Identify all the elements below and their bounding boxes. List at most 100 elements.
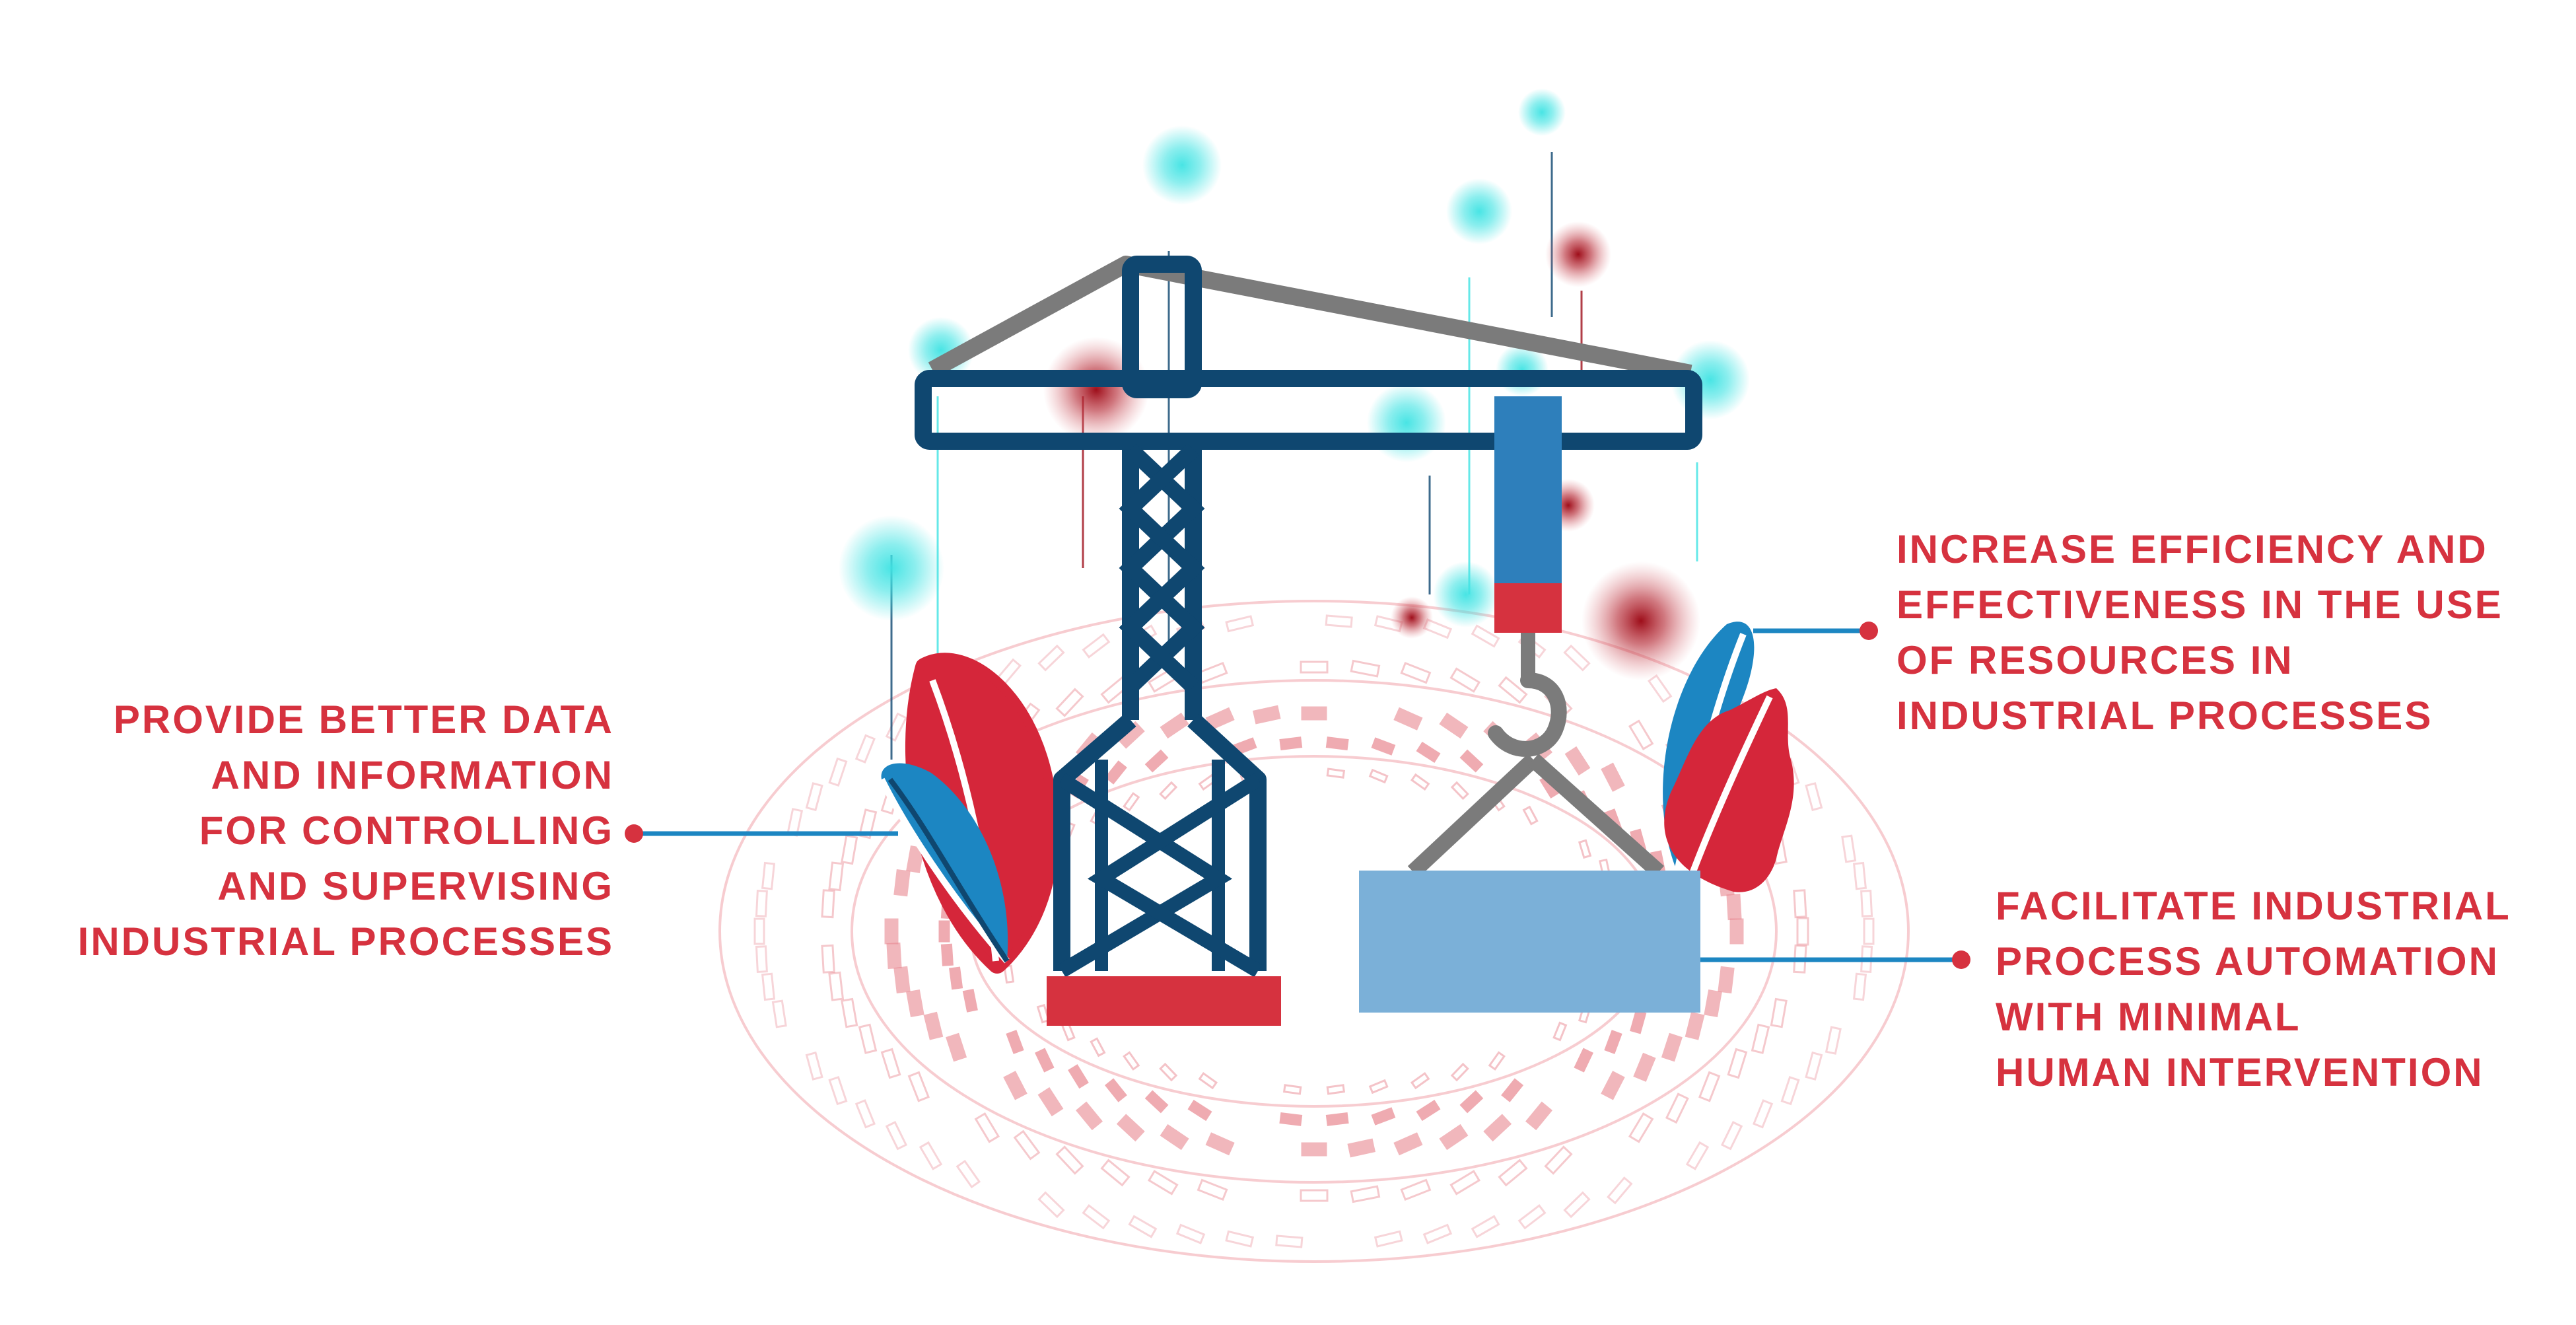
ring-dash <box>755 889 768 917</box>
ring-dash <box>1410 773 1430 791</box>
ring-dash <box>1104 1078 1127 1102</box>
ring-dash <box>1225 615 1255 633</box>
ring-dash <box>1501 1078 1524 1102</box>
ring-dash <box>946 1032 967 1062</box>
ring-dash <box>1159 1062 1178 1082</box>
ring-dash <box>1393 1132 1423 1156</box>
ring-dash <box>1564 746 1591 776</box>
callout-connectors <box>625 622 1970 969</box>
ring-dash <box>828 861 845 892</box>
ring-dash <box>1393 707 1423 731</box>
tower-crane-icon <box>1047 256 1281 1026</box>
ring-dash <box>1003 1071 1027 1100</box>
ring-dash <box>1726 894 1742 921</box>
ring-dash <box>1159 781 1178 801</box>
ring-dash <box>1471 624 1500 648</box>
ring-dash <box>1449 1170 1481 1196</box>
ring-dash <box>821 889 835 919</box>
ring-dash <box>907 1071 930 1102</box>
ring-dash <box>1013 1129 1041 1161</box>
ring-dash <box>1601 762 1625 792</box>
ring-dash <box>1068 1064 1089 1089</box>
glow-particle <box>1391 596 1433 639</box>
ring-dash <box>923 1011 944 1040</box>
ring-dash <box>1422 1223 1453 1244</box>
ring-dash <box>956 1159 981 1189</box>
ring-dash <box>1147 1170 1179 1196</box>
ring-dash <box>1685 1011 1705 1040</box>
ring-dash <box>1665 1092 1689 1124</box>
ring-dash <box>1301 706 1327 721</box>
ring-dash <box>1205 1132 1235 1156</box>
ring-dash <box>828 971 845 1001</box>
ring-dash <box>1037 1087 1064 1117</box>
cargo-block-icon <box>1359 871 1700 1013</box>
ring-dash <box>1123 792 1140 812</box>
ring-dash <box>1082 1203 1111 1230</box>
ring-dash <box>805 1051 823 1081</box>
callout-left-line: AND SUPERVISING <box>217 864 614 908</box>
ring-dash <box>858 808 878 840</box>
ring-dash <box>1160 712 1189 739</box>
ring-dash <box>1522 805 1539 826</box>
ring-dash <box>1279 736 1303 751</box>
ring-dash <box>1187 1100 1212 1122</box>
ring-dash <box>1175 1223 1206 1244</box>
ring-dash <box>1198 1071 1218 1090</box>
ring-dash <box>841 997 858 1028</box>
ring-dash <box>1035 1048 1055 1073</box>
ring-dash <box>1116 1114 1145 1142</box>
callout-top-right: INCREASE EFFICIENCY AND EFFECTIVENESS IN… <box>1897 522 2544 744</box>
ring-line <box>851 679 1778 1184</box>
ring-dash <box>1574 1048 1593 1073</box>
ring-dash <box>1371 737 1396 756</box>
ring-dash <box>1563 1191 1591 1219</box>
callout-bottom-right-line: WITH MINIMAL <box>1996 995 2301 1039</box>
ring-dash <box>1006 1030 1024 1054</box>
ring-dash <box>805 782 823 812</box>
ring-dash <box>1793 889 1807 919</box>
ring-dash <box>1459 1090 1484 1114</box>
ring-dash <box>1450 1062 1469 1082</box>
ring-dash <box>1628 719 1654 751</box>
ring-dash <box>1471 1215 1500 1238</box>
ring-dash <box>1253 705 1281 725</box>
ring-dash <box>1197 661 1228 684</box>
ring-dash <box>1350 659 1381 678</box>
ring-dash <box>1350 1185 1381 1203</box>
ring-dash <box>1368 768 1389 784</box>
ring-dash <box>1037 644 1065 672</box>
callout-bottom-right: FACILITATE INDUSTRIAL PROCESS AUTOMATION… <box>1996 878 2563 1100</box>
ring-dash <box>761 972 776 1001</box>
ring-dash <box>1825 1026 1842 1055</box>
leaf-icon <box>878 763 1010 964</box>
glow-particle <box>1518 89 1566 136</box>
glow-particle <box>908 317 974 383</box>
ring-dash <box>1601 1071 1625 1100</box>
ring-dash <box>1633 1052 1656 1082</box>
ring-dash <box>1805 1051 1823 1081</box>
ring-dash <box>1841 834 1857 863</box>
ring-dash <box>1347 1138 1375 1158</box>
callout-bottom-right-line: HUMAN INTERVENTION <box>1996 1050 2484 1094</box>
glow-particle <box>1142 125 1222 205</box>
ring-dash <box>1055 1145 1084 1175</box>
ring-dash <box>1282 1084 1302 1095</box>
ring-dash <box>886 942 902 969</box>
ring-dash <box>919 1141 943 1170</box>
ring-dash <box>1860 889 1873 917</box>
ring-dash <box>893 966 911 993</box>
callout-left-line: FOR CONTROLLING <box>199 808 614 853</box>
ring-dash <box>1300 661 1329 674</box>
ring-dash <box>1197 1178 1228 1201</box>
crane-jib <box>915 370 1702 450</box>
ring-dash <box>1488 1051 1506 1071</box>
ring-dash <box>1326 768 1346 779</box>
ring-dash <box>962 989 978 1013</box>
glow-particle <box>839 515 944 621</box>
leaf-icon <box>1664 688 1794 892</box>
ring-dash <box>1727 1048 1748 1079</box>
ring-dash <box>1300 1189 1329 1202</box>
